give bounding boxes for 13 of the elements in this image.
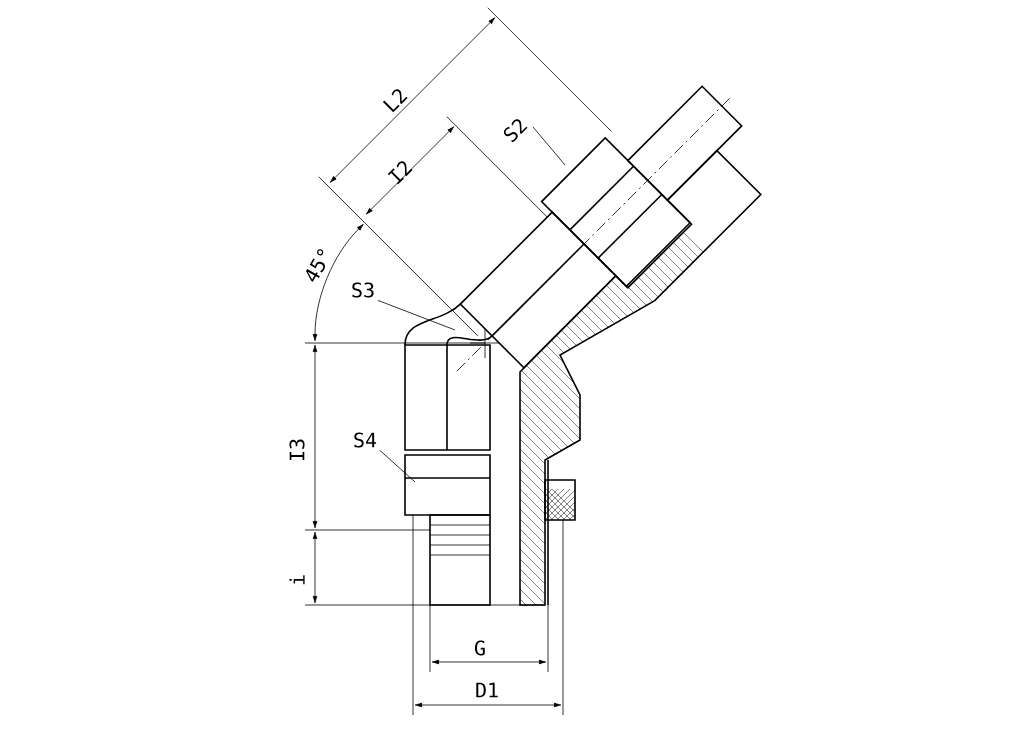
dimension-label: i [289, 575, 305, 585]
part-label: S4 [354, 432, 377, 448]
dimension-label: L2 [382, 89, 408, 113]
leader-line [379, 449, 416, 483]
dimension-label: I3 [289, 439, 305, 461]
dimension-label: D1 [476, 682, 498, 698]
dimension-label: I2 [387, 161, 413, 185]
leader-line [377, 299, 456, 331]
dimension-label: G [475, 640, 485, 656]
part-label: S3 [352, 282, 374, 298]
dimension-label: 45° [306, 249, 326, 282]
leader-line [532, 126, 566, 166]
part-label: S2 [503, 119, 528, 143]
